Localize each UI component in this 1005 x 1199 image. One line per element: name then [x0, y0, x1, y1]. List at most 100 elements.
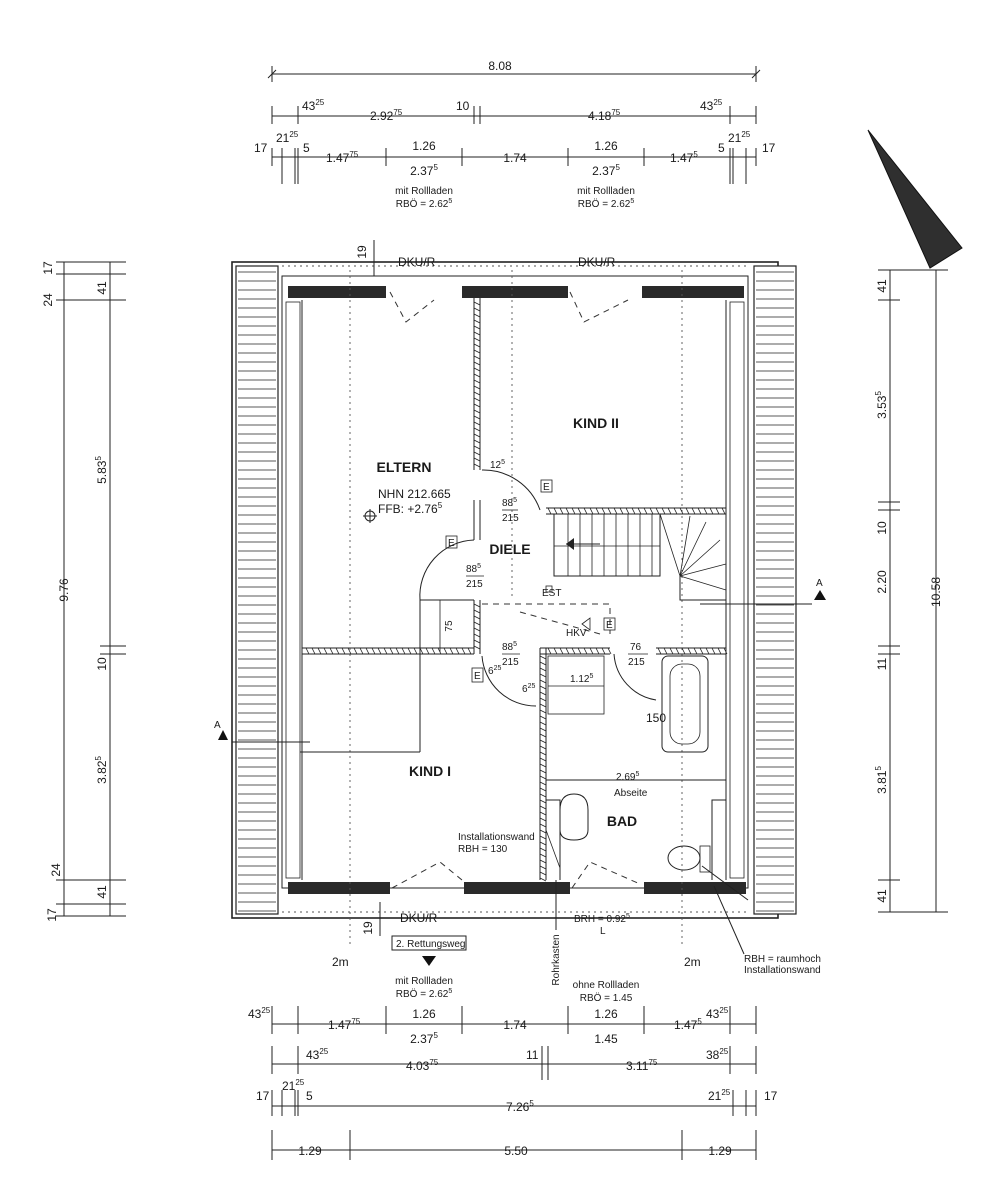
- dim-bot-r2-b: 4.0375: [406, 1058, 439, 1073]
- north-arrow-icon: [867, 129, 963, 269]
- note-ohne-rollladen: ohne Rollladen: [573, 980, 640, 991]
- dim-right-381: 3.815: [874, 766, 889, 794]
- note-brh-l: L: [600, 926, 606, 937]
- dim-top-total: 8.08: [488, 59, 512, 73]
- dim-bot-r3-b: 2125: [282, 1078, 305, 1093]
- dim-top-r3-i: 5: [718, 141, 725, 155]
- dim-bot-r3-f: 17: [764, 1089, 778, 1103]
- room-kind-i: KIND I: [409, 763, 451, 779]
- note-dku-bot: DKU/R: [400, 911, 438, 925]
- dim-left-41-bot: 41: [95, 885, 109, 899]
- dim-right-220: 2.20: [875, 570, 889, 594]
- dim-bot-r3-d: 7.265: [506, 1099, 534, 1114]
- dim-bot-r3-e: 2125: [708, 1088, 731, 1103]
- dim-top-r2-b: 2.9275: [370, 108, 403, 123]
- dim-bot-r1-d: 1.74: [503, 1018, 527, 1032]
- note-rbo-3: RBÖ = 2.625: [396, 988, 453, 1000]
- dim-door-88b: 885: [466, 563, 481, 575]
- room-eltern: ELTERN: [377, 459, 432, 475]
- dim-left-24-bot: 24: [49, 863, 63, 877]
- dim-bot-win2: 1.45: [594, 1032, 618, 1046]
- note-2m-left: 2m: [332, 955, 349, 969]
- dim-door-215a: 215: [502, 513, 519, 524]
- dim-6b: 625: [522, 683, 535, 695]
- note-rbh-raumhoch: RBH = raumhoch: [744, 954, 821, 965]
- top-dimension-chains: 8.08 4325 2.9275 10 4.1875 4325 17 2125 …: [254, 59, 776, 210]
- building-outline: [218, 261, 826, 944]
- dim-top-r3-g: 1.26: [594, 139, 618, 153]
- dim-bot-r2-c: 11: [526, 1048, 539, 1062]
- note-rollladen-2: mit Rollladen: [577, 186, 635, 197]
- dim-bot-r2-e: 3825: [706, 1047, 729, 1062]
- dim-left-17-bot: 17: [45, 908, 59, 922]
- dim-top-r3-b: 2125: [276, 130, 299, 145]
- note-rollladen-1: mit Rollladen: [395, 186, 453, 197]
- svg-text:E: E: [448, 538, 455, 549]
- dim-112: 1.125: [570, 673, 593, 685]
- dim-150: 150: [646, 711, 666, 725]
- dim-right-1058: 10.58: [929, 577, 943, 607]
- electric-marker-e2: E: [445, 535, 458, 549]
- dim-right-10: 10: [875, 521, 889, 535]
- elevation-marker-icon: [363, 509, 377, 523]
- note-rbo-4: RBÖ = 1.45: [580, 992, 633, 1004]
- dim-door-215c: 215: [502, 657, 519, 668]
- room-kind-ii: KIND II: [573, 415, 619, 431]
- dim-top-r2-d: 4.1875: [588, 108, 621, 123]
- dim-bot-r2-a: 4325: [306, 1047, 329, 1062]
- dim-bot-win1: 2.375: [410, 1031, 438, 1046]
- dim-bot-r2-d: 3.1175: [626, 1058, 658, 1073]
- dim-door-76: 76: [630, 642, 642, 653]
- dim-bot-r1-a: 4325: [248, 1006, 271, 1021]
- dim-top-r2-a: 4325: [302, 98, 325, 113]
- dim-right-11: 11: [875, 657, 889, 670]
- svg-text:E: E: [606, 620, 613, 631]
- note-ffb: FFB: +2.765: [378, 501, 443, 516]
- note-hkv: HKV: [566, 628, 587, 639]
- note-dku-top-2: DKU/R: [578, 255, 616, 269]
- dim-left-10: 10: [95, 657, 109, 671]
- note-rbo-1: RBÖ = 2.625: [396, 198, 453, 210]
- dim-left-583: 5.835: [94, 456, 109, 484]
- dim-top-r3-a: 17: [254, 141, 268, 155]
- dim-left-976: 9.76: [57, 578, 71, 602]
- dim-top-r3-c: 5: [303, 141, 310, 155]
- dim-top-r3-h: 1.475: [670, 150, 698, 165]
- left-dimension-chains: 17 24 41 5.835 9.76 10 3.825 24 41 17: [41, 261, 126, 922]
- svg-text:E: E: [474, 671, 481, 682]
- note-rbh-installationswand: Installationswand: [744, 965, 821, 976]
- electric-marker-e3: E: [603, 617, 616, 631]
- dim-left-382: 3.825: [94, 756, 109, 784]
- dim-75: 75: [444, 620, 455, 632]
- section-marker-a-left: A: [214, 720, 221, 731]
- dim-bot-r3-a: 17: [256, 1089, 270, 1103]
- dim-bot-r1-f: 1.475: [674, 1017, 702, 1032]
- dim-6a: 625: [488, 665, 501, 677]
- dim-top-r3-k: 17: [762, 141, 776, 155]
- note-rbh-130: RBH = 130: [458, 844, 508, 855]
- room-diele: DIELE: [489, 541, 530, 557]
- arrow-down-icon: [422, 956, 436, 966]
- dim-bot-r4-c: 1.29: [708, 1144, 732, 1158]
- dim-top-r3-d: 1.4775: [326, 150, 359, 165]
- dim-door-88a: 885: [502, 497, 517, 509]
- dim-door-215d: 215: [628, 657, 645, 668]
- dim-right-353: 3.535: [874, 391, 889, 419]
- note-nhn: NHN 212.665: [378, 487, 451, 501]
- note-brh: BRH = 0.925: [574, 913, 630, 925]
- dim-top-r2-e: 4325: [700, 98, 723, 113]
- bottom-dimension-chains: 4325 1.4775 1.26 1.74 1.26 1.475 4325 2.…: [248, 1006, 778, 1160]
- dim-left-17: 17: [41, 261, 55, 275]
- dim-top-r2-c: 10: [456, 99, 470, 113]
- dim-top-r3-j: 2125: [728, 130, 751, 145]
- svg-text:2. Rettungsweg: 2. Rettungsweg: [396, 939, 466, 950]
- room-labels: ELTERN NHN 212.665 FFB: +2.765 KIND II D…: [214, 240, 823, 1004]
- dim-left-41-top: 41: [95, 281, 109, 295]
- note-dku-top-1: DKU/R: [398, 255, 436, 269]
- dim-top-win2: 2.375: [592, 163, 620, 178]
- dim-top-r3-e: 1.26: [412, 139, 436, 153]
- dim-bot-r3-c: 5: [306, 1089, 313, 1103]
- note-rohrkasten: Rohrkasten: [551, 934, 562, 985]
- dim-right-41-bot: 41: [875, 889, 889, 903]
